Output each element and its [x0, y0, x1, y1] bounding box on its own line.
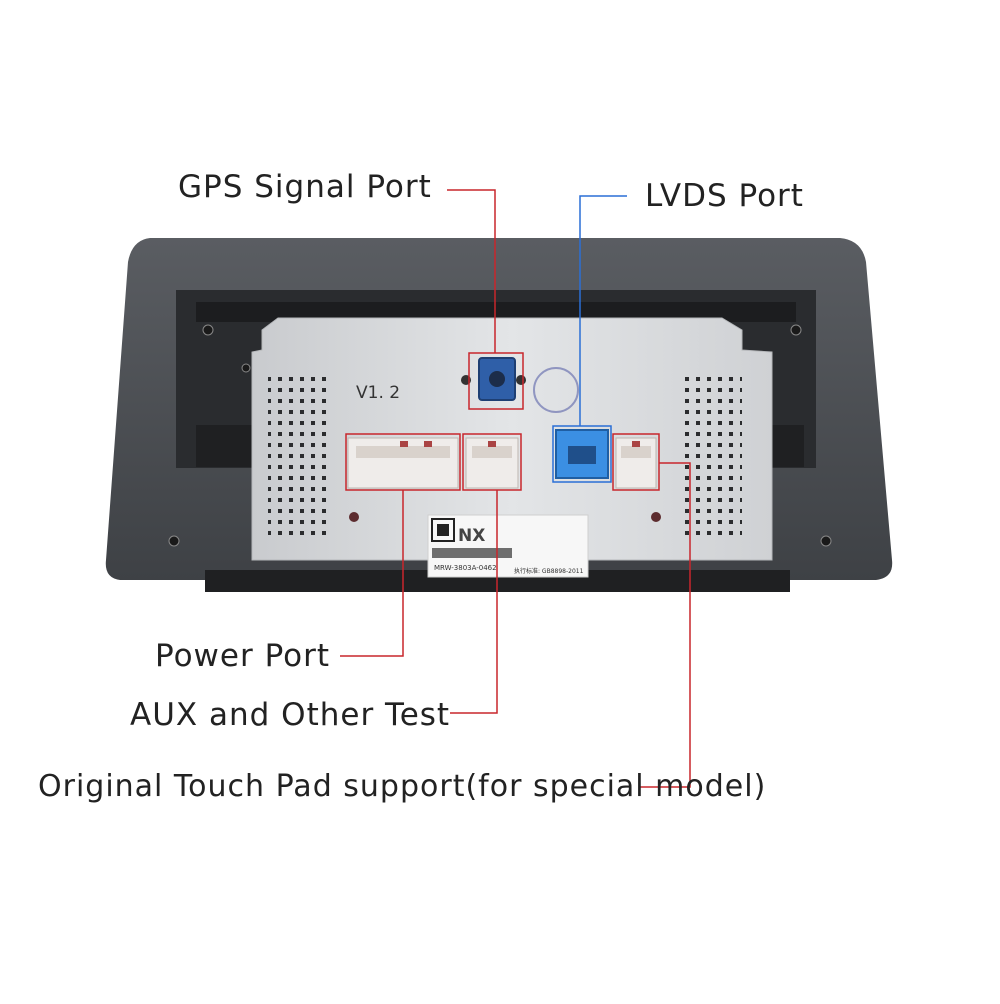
lvds-leader-line — [579, 195, 627, 426]
sticker-model-code: MRW-3803A-0462 — [434, 564, 497, 572]
aux-leader-line — [450, 490, 498, 714]
gps-leader-line — [447, 189, 496, 353]
aux-test-label: AUX and Other Test — [130, 697, 451, 733]
left-vent-grid — [268, 376, 328, 536]
power-port-label: Power Port — [155, 638, 331, 674]
left-bracket — [196, 425, 254, 467]
aux-connector — [465, 437, 519, 489]
product-sticker: NX MRW-3803A-0462 执行标准: GB8898-2011 — [427, 514, 589, 578]
lvds-connector — [555, 429, 609, 479]
touch-leader-line — [640, 462, 691, 788]
touch-pad-label: Original Touch Pad support(for special m… — [38, 769, 767, 804]
lvds-highlight-box — [552, 425, 612, 483]
gps-highlight-box — [468, 352, 524, 410]
sticker-standard: 执行标准: GB8898-2011 — [514, 567, 584, 575]
lvds-port-label: LVDS Port — [645, 178, 804, 214]
right-vent-grid — [684, 376, 742, 536]
approval-stamp — [533, 367, 579, 413]
power-connector — [347, 437, 459, 489]
sticker-brand: NX — [458, 526, 485, 546]
touch-pad-connector — [615, 437, 657, 489]
leader-lines — [340, 189, 691, 788]
power-leader-line — [340, 490, 404, 657]
plate-screws — [349, 512, 661, 522]
board-version: V1. 2 — [356, 383, 400, 403]
aux-highlight-box — [462, 433, 522, 491]
gps-signal-port-label: GPS Signal Port — [178, 169, 432, 205]
touch-highlight-box — [612, 433, 660, 491]
